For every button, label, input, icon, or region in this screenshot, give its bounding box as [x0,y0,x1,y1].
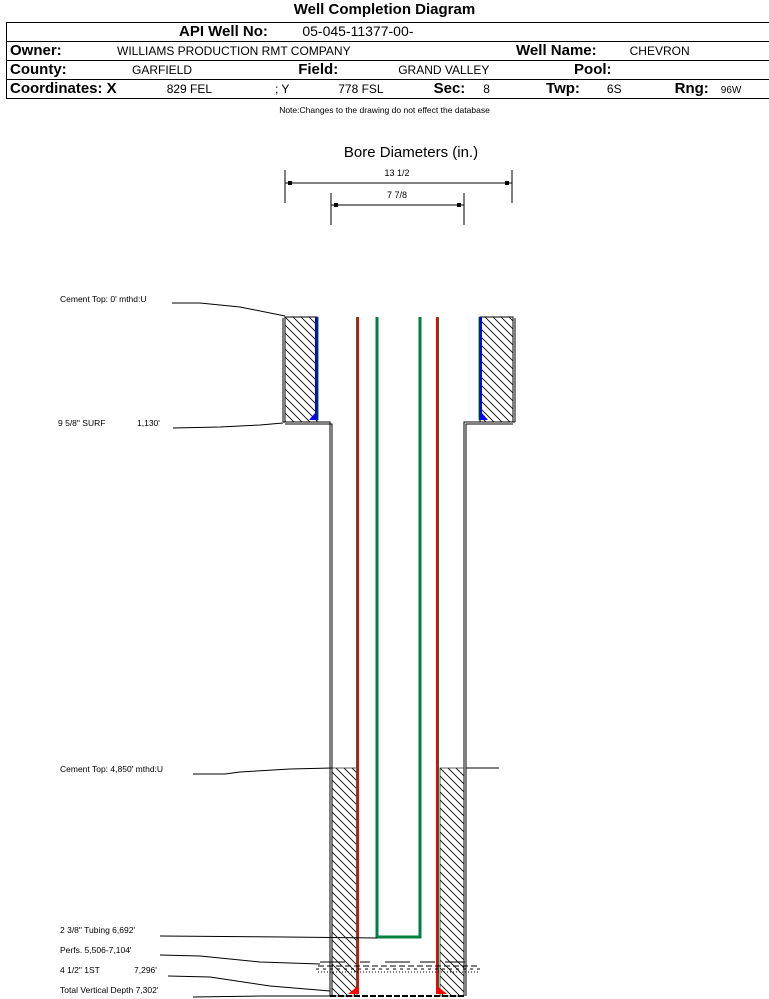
api-value: 05-045-11377-00- [302,23,414,39]
coord-x-value: 829 FEL [166,82,213,96]
county-label: County: [10,61,67,78]
production-casing-shoe-left [348,985,359,994]
surface-cement-left [282,316,318,423]
svg-text:2 3/8" Tubing 6,692': 2 3/8" Tubing 6,692' [60,925,135,935]
callout-total-depth: Total Vertical Depth 7,302' [60,985,330,998]
callout-surface-casing: 9 5/8" SURF 1,130' [58,418,284,429]
callout-cement-top-surface: Cement Top: 0' mthd:U [60,294,286,317]
bore-title: Bore Diameters (in.) [344,144,478,161]
disclaimer-note: Note:Changes to the drawing do not effec… [279,105,490,115]
coord-y-label: ; Y [274,82,290,96]
owner-value: WILLIAMS PRODUCTION RMT COMPANY [117,44,351,58]
production-casing-shoe-right [436,985,447,994]
county-value: GARFIELD [132,63,193,77]
svg-text:Cement Top: 0' mthd:U: Cement Top: 0' mthd:U [60,294,147,304]
field-value: GRAND VALLEY [398,63,490,77]
svg-text:9 5/8" SURF: 9 5/8" SURF [58,418,105,428]
well-name-label: Well Name: [516,42,597,59]
rng-label: Rng: [674,80,709,97]
svg-text:Cement Top: 4,850' mthd:U: Cement Top: 4,850' mthd:U [60,764,163,774]
well-name-value: CHEVRON [629,44,690,58]
svg-text:7,296': 7,296' [134,965,157,975]
sec-value: 8 [483,82,490,96]
sec-label: Sec: [433,80,466,97]
field-label: Field: [298,61,339,78]
coord-y-value: 778 FSL [338,82,384,96]
twp-label: Twp: [546,80,580,97]
callout-tubing: 2 3/8" Tubing 6,692' [60,925,378,939]
coord-x-label: Coordinates: X [10,80,117,97]
coordinates-row: Coordinates: X 829 FEL ; Y 778 FSL Sec: 8 T… [5,79,769,99]
inner-bore-label: 7 7/8 [387,190,407,200]
tubing [375,317,422,939]
owner-label: Owner: [10,42,62,59]
well-info-header: API Well No: 05-045-11377-00- Owner: WIL… [5,22,769,99]
twp-value: 6S [606,82,622,96]
callout-perfs: Perfs. 5,506-7,104' [60,945,321,965]
inner-bore-dimension: 7 7/8 [330,190,465,225]
perforations [316,961,482,973]
open-hole-wall-left [283,421,333,996]
outer-bore-dimension: 13 1/2 [284,168,513,203]
production-cement-left [331,767,358,997]
svg-text:Total Vertical Depth 7,302': Total Vertical Depth 7,302' [60,985,159,995]
surface-cement-right [479,316,516,423]
svg-text:Perfs. 5,506-7,104': Perfs. 5,506-7,104' [60,945,132,955]
diagram-title: Well Completion Diagram [293,1,476,18]
outer-bore-label: 13 1/2 [384,168,409,178]
callout-production-casing: 4 1/2" 1ST 7,296' [60,965,331,992]
production-cement-right [439,767,465,997]
rng-value: 96W [720,85,742,96]
callout-cement-top-production: Cement Top: 4,850' mthd:U [60,764,499,775]
open-hole-wall-right [463,421,515,996]
api-label: API Well No: [179,23,268,40]
svg-text:4 1/2" 1ST: 4 1/2" 1ST [60,965,100,975]
svg-text:1,130': 1,130' [137,418,160,428]
pool-label: Pool: [574,61,612,78]
